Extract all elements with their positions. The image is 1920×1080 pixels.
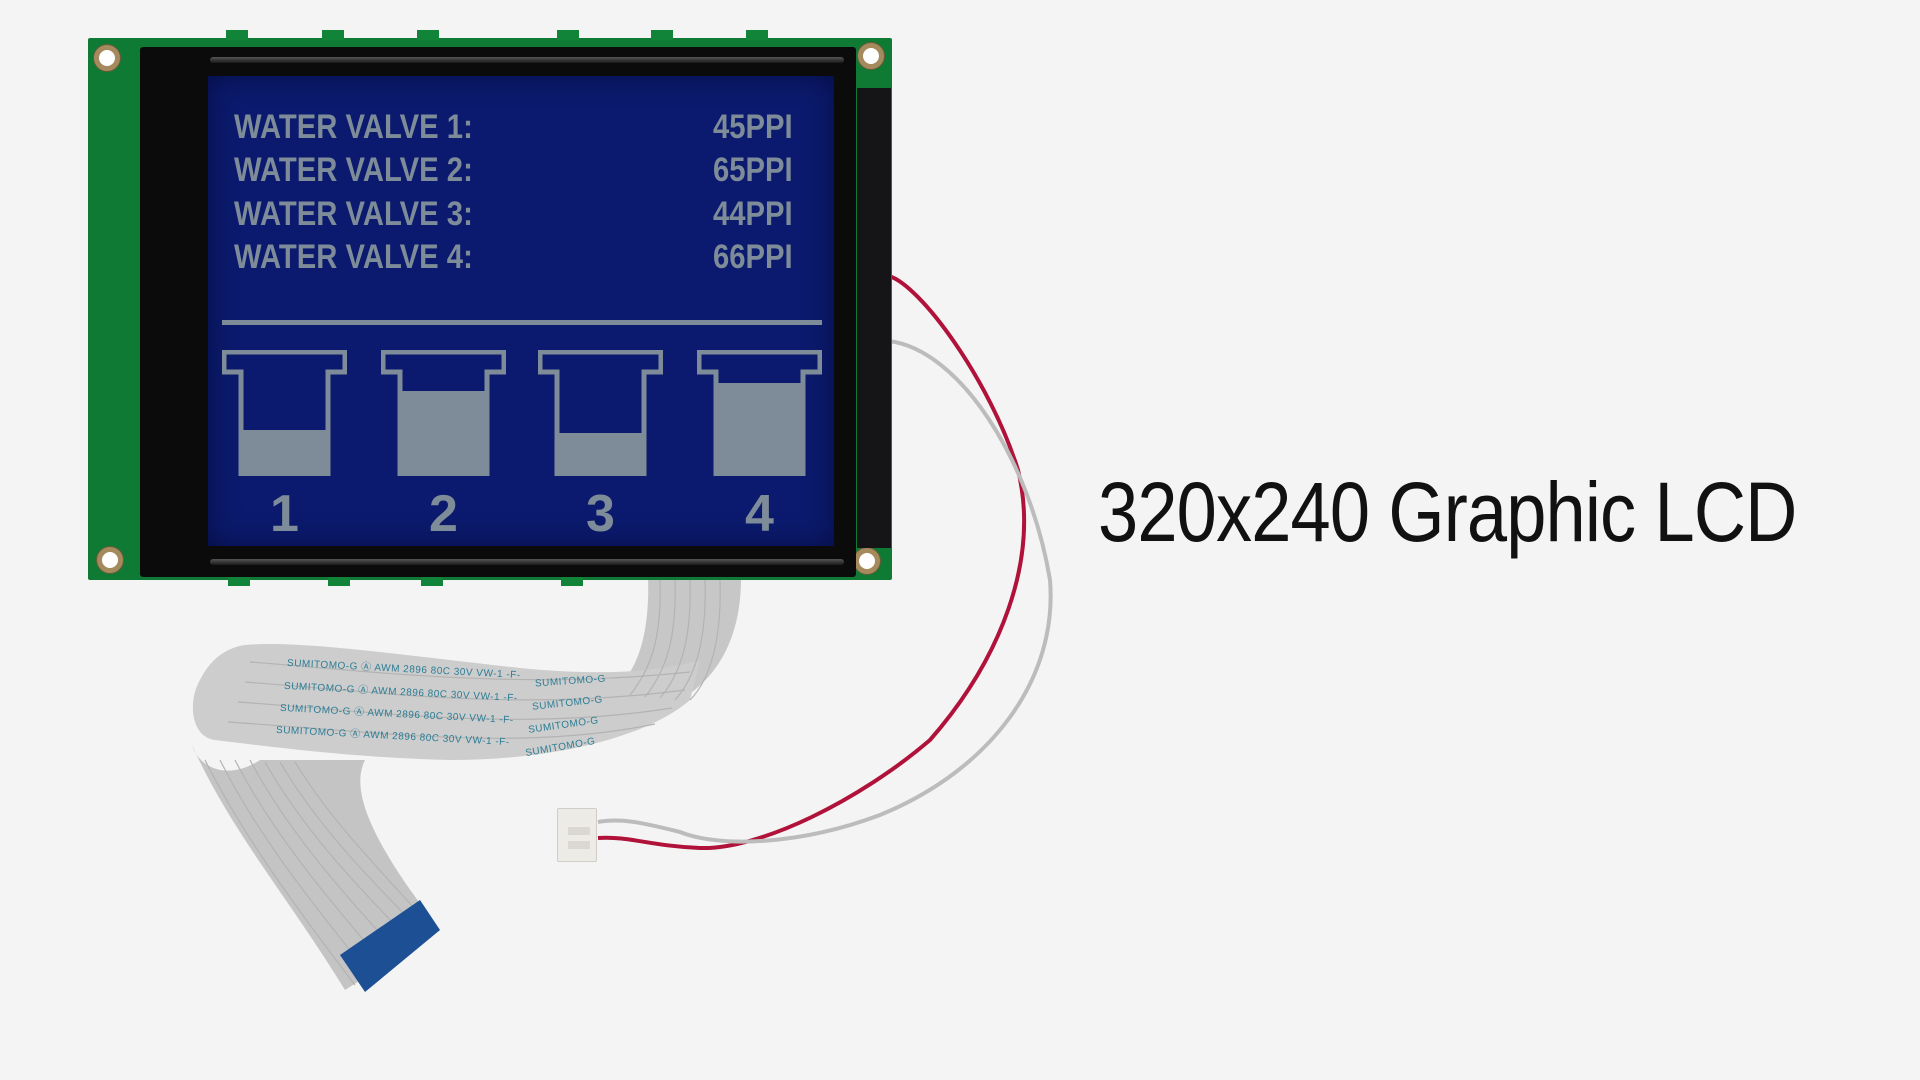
- ribbon-cable-band: [192, 644, 701, 760]
- pcb-tab: [322, 30, 344, 40]
- bezel-rail-top: [210, 57, 844, 63]
- valve-1-value: 45PPI: [713, 108, 793, 146]
- ribbon-cable-upper: [600, 575, 742, 700]
- pcb-tab: [226, 30, 248, 40]
- pcb-tab: [228, 576, 250, 586]
- mount-hole-top-left: [94, 45, 120, 71]
- valve-4-icon: [697, 350, 822, 476]
- jst-connector: [557, 808, 597, 862]
- valve-3-label: WATER VALVE 3:: [234, 195, 473, 233]
- mount-hole-bottom-left: [97, 547, 123, 573]
- ribbon-stripes: [204, 579, 721, 986]
- valve-2-number: 2: [429, 485, 458, 543]
- pcb-tab: [421, 576, 443, 586]
- ribbon-cable-lower: [192, 745, 440, 990]
- valve-1-number: 1: [270, 485, 299, 543]
- valve-2-icon: [381, 350, 506, 476]
- red-wire: [597, 274, 1026, 851]
- bezel-rail-bottom: [210, 559, 844, 565]
- valve-4-number: 4: [745, 485, 774, 543]
- pcb-tab: [651, 30, 673, 40]
- valve-3-number: 3: [586, 485, 615, 543]
- valve-3-value: 44PPI: [713, 195, 793, 233]
- pcb-tab: [417, 30, 439, 40]
- valve-1-label: WATER VALVE 1:: [234, 108, 473, 146]
- mount-hole-bottom-right: [854, 548, 880, 574]
- mount-hole-top-right: [858, 43, 884, 69]
- valve-1-icon: [222, 350, 347, 476]
- valve-4-label: WATER VALVE 4:: [234, 238, 473, 276]
- valve-2-value: 65PPI: [713, 151, 793, 189]
- valve-3-icon: [538, 350, 663, 476]
- valve-2-label: WATER VALVE 2:: [234, 151, 473, 189]
- grey-wire: [597, 339, 1053, 844]
- pcb-tab: [557, 30, 579, 40]
- lcd-divider: [222, 320, 822, 325]
- pcb-tab: [746, 30, 768, 40]
- pcb-tab: [561, 576, 583, 586]
- valve-4-value: 66PPI: [713, 238, 793, 276]
- bezel-right-strip: [857, 88, 891, 548]
- pcb-tab: [328, 576, 350, 586]
- ribbon-cable-tip: [340, 900, 440, 992]
- page-title: 320x240 Graphic LCD: [1098, 465, 1797, 559]
